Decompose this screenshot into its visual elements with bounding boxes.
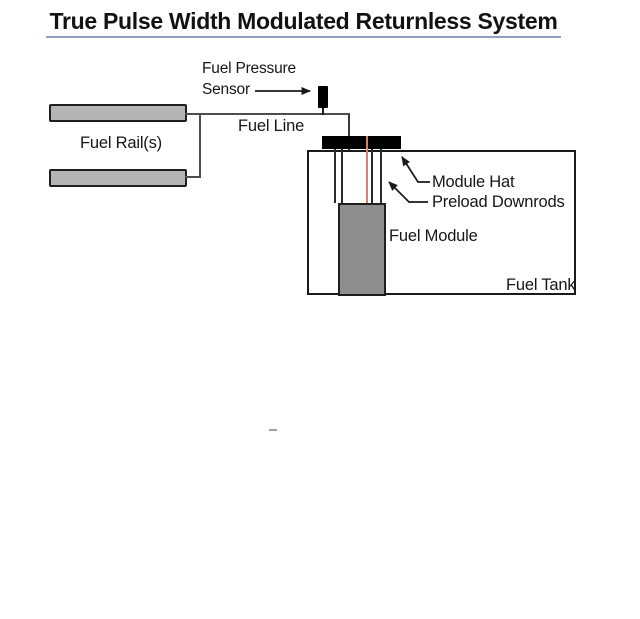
fuel-line-label: Fuel Line	[238, 117, 305, 135]
fuel-pressure-label-line1: Fuel Pressure	[202, 60, 296, 77]
preload-downrod-4	[380, 148, 382, 203]
preload-downrod-2	[341, 148, 343, 203]
red-supply-line	[365, 136, 368, 203]
module-hat	[322, 136, 401, 149]
pressure-sensor	[318, 86, 328, 108]
fuel-tank-label: Fuel Tank	[506, 276, 576, 294]
stray-mark	[269, 429, 277, 431]
fuel-module-label: Fuel Module	[389, 227, 478, 245]
fuel-rail-bottom	[49, 169, 187, 187]
fuel-module	[338, 203, 386, 296]
preload-downrod-1	[334, 148, 336, 203]
preload-downrod-3	[371, 148, 373, 203]
diagram-title: True Pulse Width Modulated Returnless Sy…	[46, 8, 561, 38]
rail-connector-bottom	[185, 176, 201, 178]
module-hat-label: Module Hat	[432, 173, 515, 191]
preload-downrods-label: Preload Downrods	[432, 193, 565, 211]
title-bar: True Pulse Width Modulated Returnless Sy…	[0, 8, 607, 38]
sensor-stub	[321, 107, 324, 115]
fuel-rails-label: Fuel Rail(s)	[80, 134, 162, 152]
fuel-rail-top	[49, 104, 187, 122]
fuel-line-horizontal	[185, 113, 350, 115]
fuel-pressure-label-line2: Sensor	[202, 81, 250, 98]
rail-connector-vertical	[199, 113, 201, 178]
